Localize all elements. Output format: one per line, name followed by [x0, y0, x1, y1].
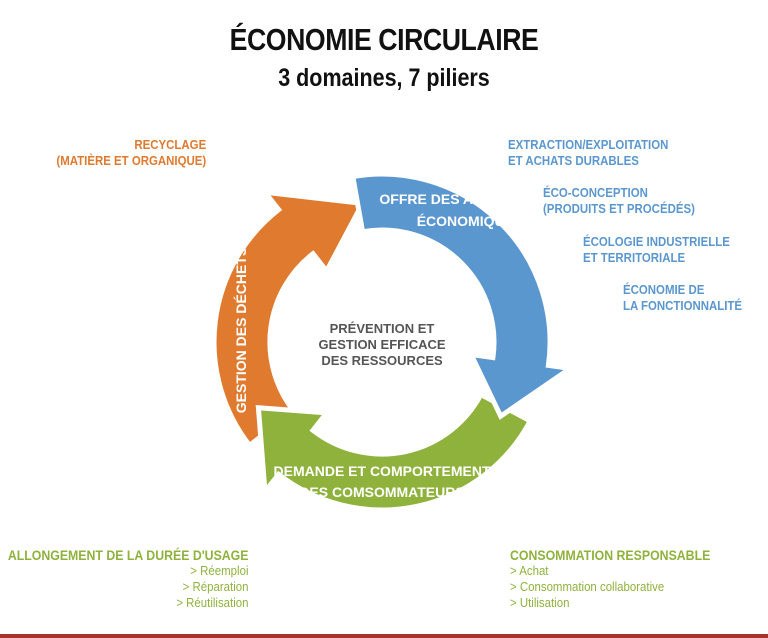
pillar-subtitle: (PRODUITS ET PROCÉDÉS)	[543, 201, 695, 216]
blue-arrow	[349, 171, 577, 420]
pillar-allongement: ALLONGEMENT DE LA DURÉE D'USAGE > Réempl…	[7, 547, 248, 611]
pillar-title: EXTRACTION/EXPLOITATION	[508, 137, 669, 152]
orange-arrow	[211, 189, 367, 449]
green-arrow-label: DEMANDE ET COMPORTEMENT	[274, 463, 491, 479]
pillar-title: ALLONGEMENT DE LA DURÉE D'USAGE	[7, 547, 248, 563]
pillar-ecologie: ÉCOLOGIE INDUSTRIELLE ET TERRITORIALE	[583, 234, 730, 266]
blue-arrow-label-2: ÉCONOMIQUES	[417, 213, 524, 229]
pillar-item: > Consommation collaborative	[510, 579, 665, 594]
pillar-title: ÉCONOMIE DE	[623, 282, 705, 297]
diagram-subtitle: 3 domaines, 7 piliers	[278, 64, 490, 92]
pillar-item: > Achat	[510, 563, 549, 578]
pillar-subtitle: ET TERRITORIALE	[583, 250, 686, 265]
pillar-title: ÉCO-CONCEPTION	[543, 185, 648, 200]
blue-arrow-label: OFFRE DES ACTEURS	[379, 191, 530, 207]
pillar-subtitle: ET ACHATS DURABLES	[508, 153, 639, 168]
center-text-1: PRÉVENTION ET	[330, 321, 435, 336]
pillar-title: CONSOMMATION RESPONSABLE	[510, 547, 711, 563]
orange-arrow-label: GESTION DES DÉCHETS	[233, 247, 249, 413]
pillar-item: > Réparation	[182, 579, 248, 594]
pillar-fonctionnalite: ÉCONOMIE DE LA FONCTIONNALITÉ	[623, 282, 742, 314]
bottom-border	[0, 634, 768, 638]
green-arrow	[255, 391, 534, 513]
pillar-consommation: CONSOMMATION RESPONSABLE > Achat > Conso…	[510, 547, 710, 611]
pillar-title: RECYCLAGE	[134, 137, 206, 152]
green-arrow-label-2: DES COMSOMMATEURS	[299, 484, 464, 500]
pillar-item: > Réutilisation	[175, 595, 248, 610]
center-text-3: DES RESSOURCES	[321, 353, 443, 368]
pillar-subtitle: LA FONCTIONNALITÉ	[623, 298, 743, 313]
pillar-item: > Utilisation	[510, 595, 570, 610]
pillar-item: > Réemploi	[189, 563, 248, 578]
pillar-eco-conception: ÉCO-CONCEPTION (PRODUITS ET PROCÉDÉS)	[543, 185, 695, 217]
diagram-title: ÉCONOMIE CIRCULAIRE	[229, 22, 539, 57]
center-text-2: GESTION EFFICACE	[318, 337, 445, 352]
pillar-extraction: EXTRACTION/EXPLOITATION ET ACHATS DURABL…	[508, 137, 668, 169]
pillar-recyclage: RECYCLAGE (MATIÈRE ET ORGANIQUE)	[56, 137, 206, 169]
pillar-title: ÉCOLOGIE INDUSTRIELLE	[583, 234, 730, 249]
pillar-subtitle: (MATIÈRE ET ORGANIQUE)	[56, 153, 206, 168]
